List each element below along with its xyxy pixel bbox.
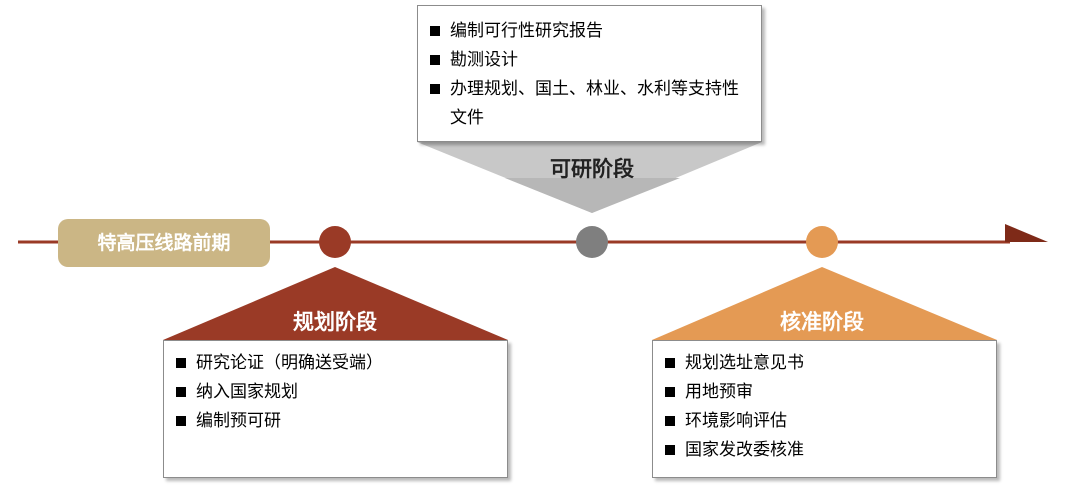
research-stage-triangle-shade: [505, 178, 680, 213]
plan-stage-items: 研究论证（明确送受端） 纳入国家规划 编制预可研: [176, 349, 497, 436]
timeline-label: 特高压线路前期: [58, 219, 270, 267]
approve-stage-items: 规划选址意见书 用地预审 环境影响评估 国家发改委核准: [665, 349, 986, 465]
list-item: 用地预审: [665, 378, 986, 407]
approve-stage-box: 规划选址意见书 用地预审 环境影响评估 国家发改委核准: [652, 340, 997, 478]
plan-stage-triangle: [163, 267, 508, 340]
list-item: 办理规划、国土、林业、水利等支持性文件: [430, 75, 751, 133]
list-item: 规划选址意见书: [665, 349, 986, 378]
plan-stage-title: 规划阶段: [293, 310, 377, 334]
research-milestone-dot: [576, 226, 608, 258]
research-stage-title: 可研阶段: [550, 157, 634, 181]
list-item: 勘测设计: [430, 46, 751, 75]
list-item: 研究论证（明确送受端）: [176, 349, 497, 378]
approve-stage-title: 核准阶段: [780, 310, 864, 334]
list-item: 编制预可研: [176, 407, 497, 436]
list-item: 国家发改委核准: [665, 436, 986, 465]
list-item: 环境影响评估: [665, 407, 986, 436]
research-stage-box: 编制可行性研究报告 勘测设计 办理规划、国土、林业、水利等支持性文件: [417, 5, 762, 142]
plan-milestone-dot: [319, 226, 351, 258]
research-stage-triangle: [417, 142, 762, 213]
plan-stage-box: 研究论证（明确送受端） 纳入国家规划 编制预可研: [163, 340, 508, 478]
approve-milestone-dot: [806, 226, 838, 258]
approve-stage-triangle: [652, 267, 997, 340]
timeline-arrowhead: [1005, 224, 1048, 242]
list-item: 纳入国家规划: [176, 378, 497, 407]
research-stage-items: 编制可行性研究报告 勘测设计 办理规划、国土、林业、水利等支持性文件: [430, 17, 751, 133]
list-item: 编制可行性研究报告: [430, 17, 751, 46]
